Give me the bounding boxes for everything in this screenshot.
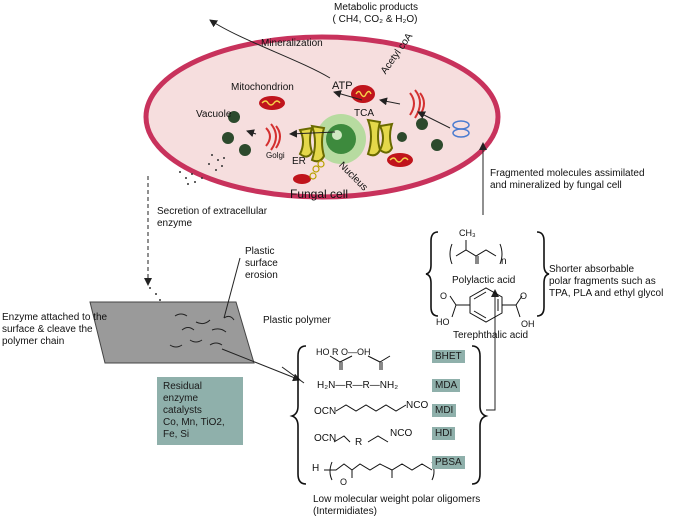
pla-structure <box>449 240 503 265</box>
polylactic-label: Polylactic acid <box>452 275 516 286</box>
mdi-nco: NCO <box>406 400 429 411</box>
plastic-polymer-label: Plastic polymer <box>263 315 331 326</box>
mda-formula: H₂N—R—R—NH₂ <box>317 380 399 391</box>
hdi-r: R <box>355 437 363 448</box>
plastic-sheet <box>89 301 255 364</box>
metabolic-formula: ( CH4, CO₂ & H₂O) <box>332 14 418 25</box>
oligomer-to-fragment-arrow <box>486 289 499 411</box>
pbsa-o: O <box>340 477 348 487</box>
bhet-tag: BHET <box>432 350 465 363</box>
fungal-cell-label: Fungal cell <box>290 187 349 201</box>
fragment-bracket <box>425 231 550 317</box>
surface-erosion-note: Plastic surface erosion <box>245 246 278 281</box>
oligomers-caption2: (Intermidiates) <box>313 506 377 517</box>
mdi-structure <box>335 404 407 412</box>
tpa-ho: HO <box>436 317 450 327</box>
fragmented-note: Fragmented molecules assimilated and min… <box>490 168 645 191</box>
enzyme-attached-note: Enzyme attached to the surface & cleave … <box>2 312 108 347</box>
fragments-description: Shorter absorbable polar fragments such … <box>549 264 664 299</box>
tca-label: TCA <box>354 108 374 119</box>
hdi-ocn: OCN <box>314 433 337 444</box>
pbsa-structure <box>324 461 435 481</box>
vacuoles <box>222 111 443 156</box>
pbsa-tag: PBSA <box>432 456 465 469</box>
mineralization-label: Mineralization <box>261 38 323 49</box>
residual-catalysts-box: Residual enzyme catalysts Co, Mn, TiO2, … <box>157 377 243 445</box>
golgi-label: Golgi <box>266 151 285 160</box>
hdi-tag: HDI <box>432 427 456 440</box>
nucleus-shape <box>316 114 366 164</box>
mda-tag: MDA <box>432 379 461 392</box>
residual-arrow <box>281 366 305 384</box>
cell-arrows <box>209 19 451 138</box>
sheet-to-oligomer-arrow <box>221 348 301 382</box>
tpa-structure <box>449 287 523 323</box>
terephthalic-label: Terephthalic acid <box>453 330 529 341</box>
er-label: ER <box>292 156 306 167</box>
atp-label: ATP <box>332 80 353 92</box>
hdi-structure <box>333 435 389 443</box>
hdi-nco: NCO <box>390 428 413 439</box>
ch3-label: CH₃ <box>459 228 476 238</box>
vesicles <box>309 160 325 180</box>
mdi-ocn: OCN <box>314 406 337 417</box>
bhet-formula: HO R O—OH <box>316 347 371 357</box>
vacuole-label: Vacuole <box>196 109 232 120</box>
metabolic-title: Metabolic products <box>334 2 418 13</box>
mitochondrion-label: Mitochondrion <box>231 82 294 93</box>
membrane-transporter <box>452 120 470 138</box>
tpa-oh: OH <box>521 319 535 329</box>
tpa-o-right: O <box>520 291 528 301</box>
erosion-pointer <box>223 257 241 319</box>
tpa-o-left: O <box>440 291 448 301</box>
secretion-note: Secretion of extracellular enzyme <box>157 206 268 229</box>
mdi-tag: MDI <box>432 404 457 417</box>
oligomer-bracket <box>289 345 489 485</box>
bhet-structure <box>329 355 391 370</box>
oligomers-caption: Low molecular weight polar oligomers <box>313 494 481 505</box>
pbsa-h: H <box>312 463 320 474</box>
n-label: n <box>501 256 507 267</box>
